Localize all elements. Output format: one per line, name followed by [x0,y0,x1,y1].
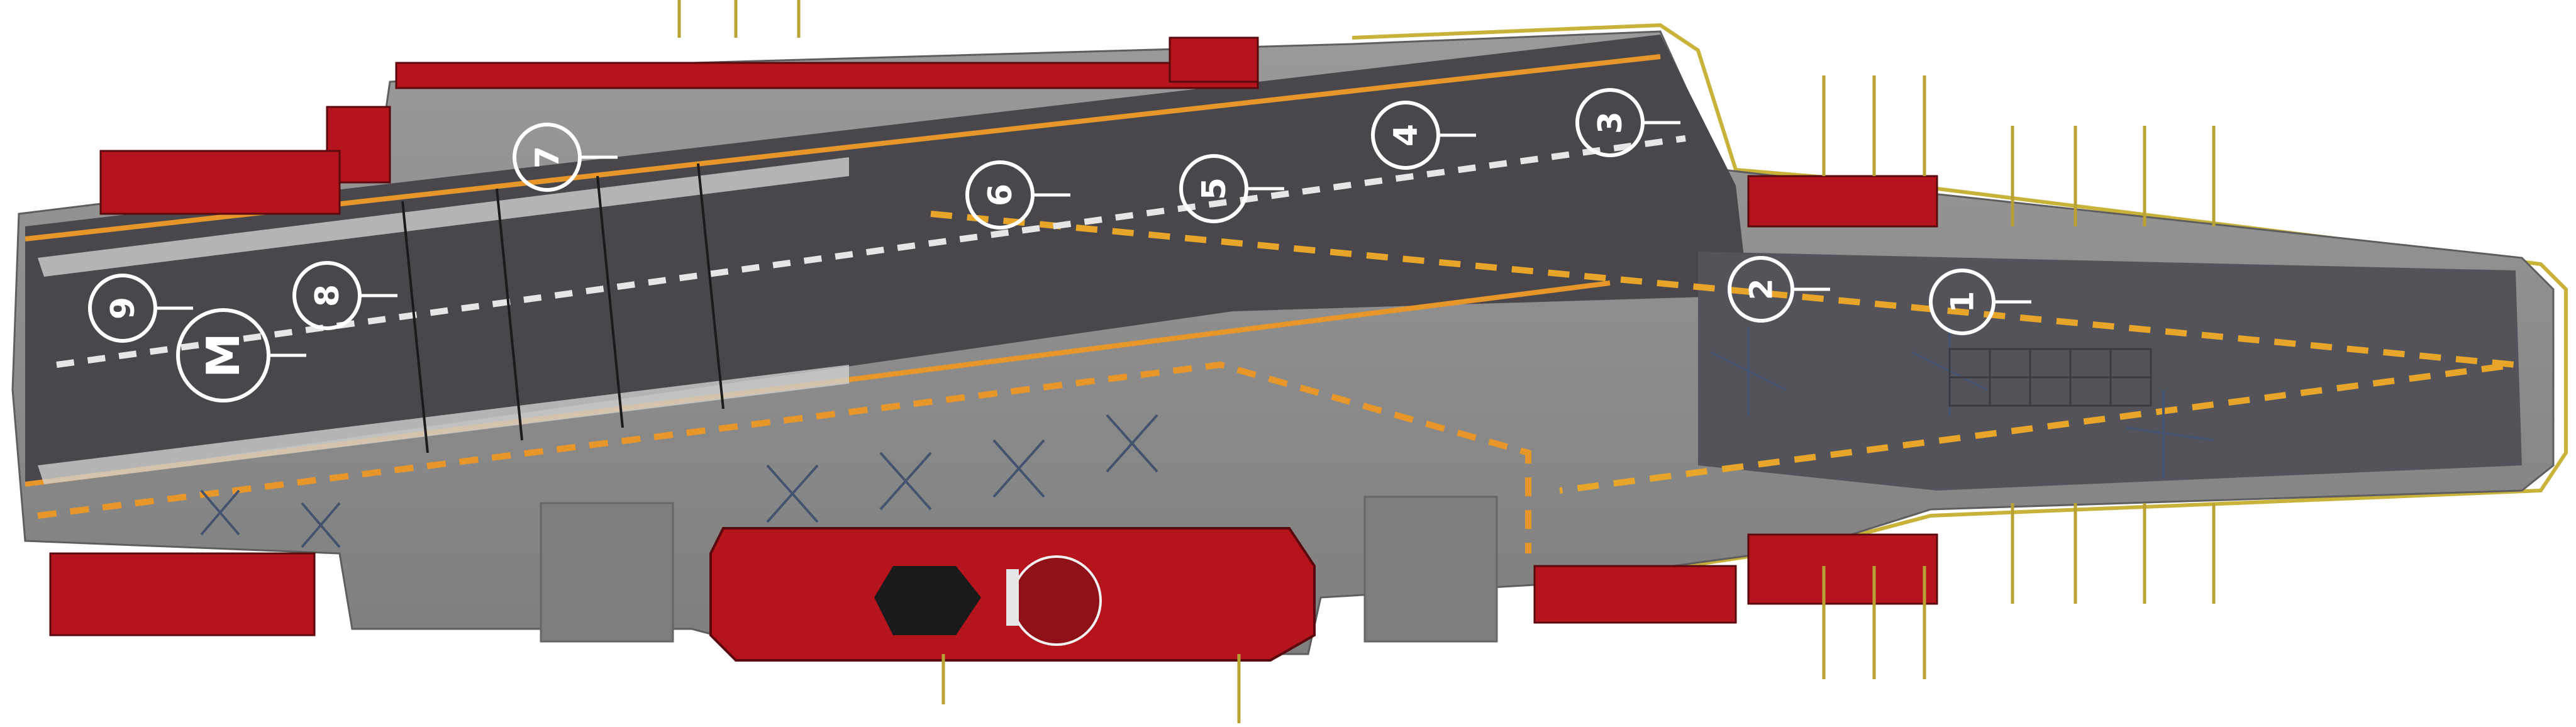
runway-guide-dashes [930,211,2516,494]
landing-spot-number: 9 [104,297,142,319]
landing-spot-2: 2 [1728,256,1830,323]
landing-spot-number: 2 [1743,279,1780,301]
landing-spot-M: M [176,308,306,402]
landing-spot-7: 7 [513,123,618,192]
landing-spot-1: 1 [1929,269,2031,335]
landing-spot-number: 6 [982,184,1019,206]
landing-spot-number: 4 [1387,124,1425,147]
landing-spot-markers: 1 2 3 4 5 6 7 8 9M [88,88,2031,402]
antenna-masts [677,0,2216,723]
blast-deflector-grid [1948,348,2152,407]
landing-spot-number: 3 [1592,111,1629,134]
deck-elevator [1363,496,1498,643]
landing-strip-border [38,365,849,484]
landing-spot-8: 8 [292,261,397,330]
landing-spot-number: 8 [309,284,347,307]
landing-spot-5: 5 [1179,154,1284,223]
landing-spot-number: 7 [529,146,567,169]
landing-area-dashes [37,361,1531,553]
landing-spot-number: 5 [1196,177,1233,200]
landing-spot-9: 9 [88,274,193,343]
island-superstructure [709,527,1316,662]
deck-elevator [540,502,674,643]
landing-strip-border [38,157,849,277]
angled-flight-deck [25,35,1748,484]
deck-railing [1352,23,2568,568]
starboard-sponsons [49,175,1938,636]
landing-spot-4: 4 [1371,101,1476,170]
landing-spot-number: M [197,333,250,378]
centerline-dashes [56,135,1686,368]
port-sponsons [99,36,1259,215]
landing-spot-6: 6 [965,160,1070,230]
landing-spot-3: 3 [1575,88,1680,157]
landing-spot-number: 1 [1945,291,1981,313]
arrester-wires [401,163,724,453]
